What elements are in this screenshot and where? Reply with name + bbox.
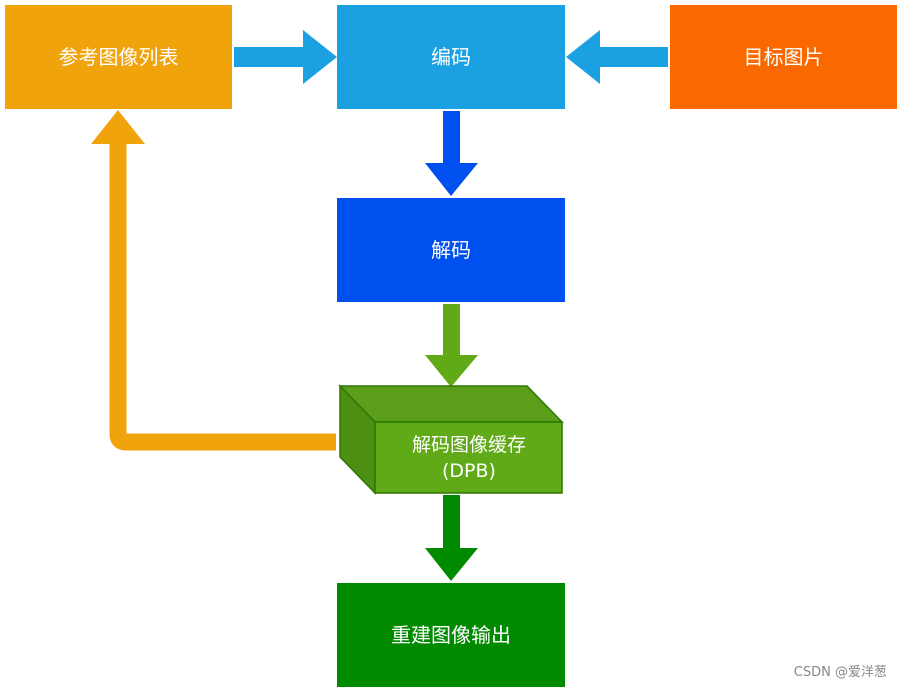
arrow-dpb-to-output <box>425 495 478 581</box>
encode-box: 编码 <box>337 5 565 109</box>
reference-list-label: 参考图像列表 <box>58 45 179 69</box>
dpb-cube-top <box>338 385 564 423</box>
arrow-dpb-to-ref-list <box>109 140 336 451</box>
reference-list-box: 参考图像列表 <box>5 5 232 109</box>
dpb-box: 解码图像缓存 (DPB) <box>376 422 562 493</box>
decode-box: 解码 <box>337 198 565 302</box>
target-picture-label: 目标图片 <box>743 45 824 69</box>
reconstructed-output-box: 重建图像输出 <box>337 583 565 687</box>
decode-label: 解码 <box>431 238 471 262</box>
dpb-cube-front <box>374 421 563 494</box>
target-picture-box: 目标图片 <box>670 5 897 109</box>
arrow-decode-to-dpb <box>425 304 478 387</box>
watermark: CSDN @爱洋葱 <box>793 665 887 680</box>
dpb-label-line1: 解码图像缓存 <box>411 433 526 456</box>
dpb-cube <box>338 384 564 495</box>
reconstructed-output-label: 重建图像输出 <box>391 623 511 647</box>
encode-label: 编码 <box>431 45 471 69</box>
dpb-label-line2: (DPB) <box>442 459 496 482</box>
arrow-encode-to-decode <box>425 111 478 196</box>
arrow-ref-to-encode <box>234 30 337 84</box>
arrow-target-to-encode <box>566 30 668 84</box>
arrow-dpb-to-ref-list-head <box>91 110 145 144</box>
